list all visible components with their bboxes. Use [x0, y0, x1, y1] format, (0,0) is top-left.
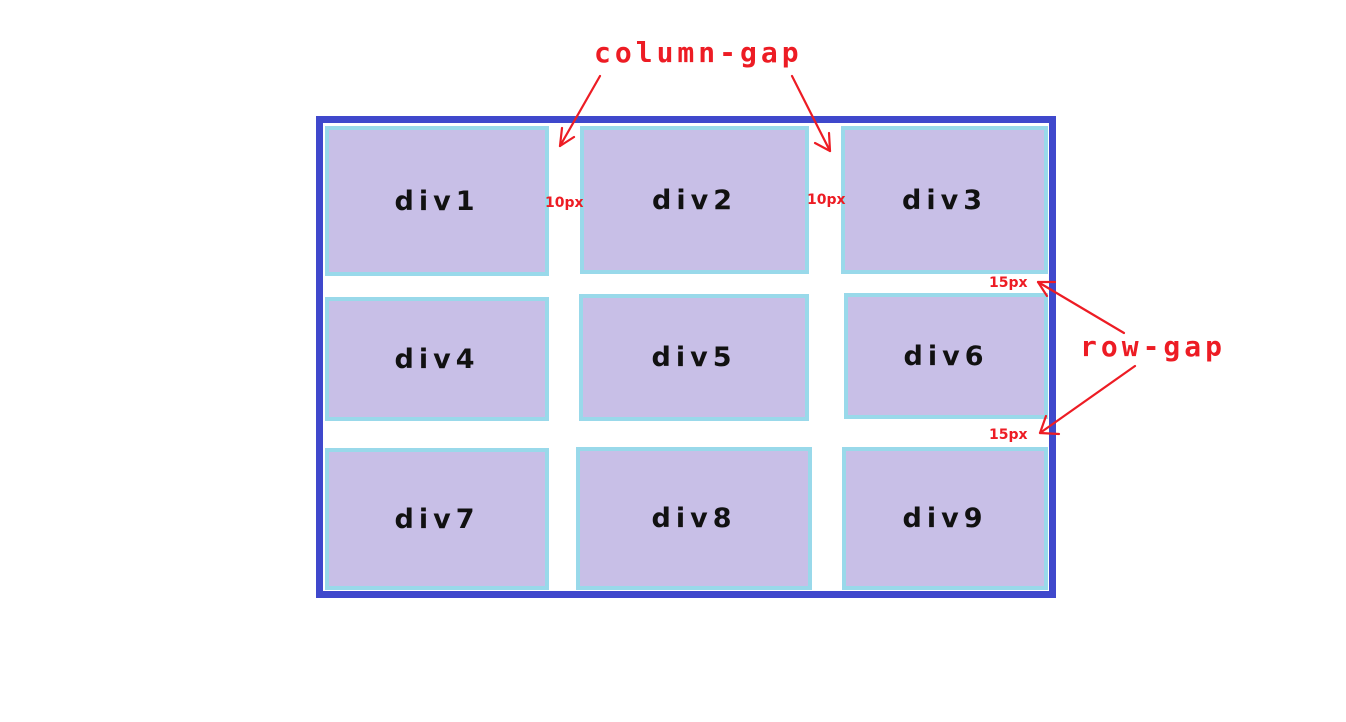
- grid-cell-div5: div5: [579, 294, 809, 421]
- cell-label-div2: div2: [652, 184, 737, 216]
- cell-label-div9: div9: [902, 503, 988, 534]
- grid-cell-div6: div6: [844, 293, 1048, 419]
- cell-label-div1: div1: [394, 185, 480, 217]
- column-gap-label-1: 10px: [545, 195, 584, 211]
- grid-cell-div9: div9: [842, 447, 1048, 590]
- row-gap-title: row-gap: [1080, 330, 1227, 363]
- cell-label-div6: div6: [903, 340, 989, 372]
- grid-cell-div2: div2: [580, 126, 809, 274]
- grid-cell-div1: div1: [325, 126, 549, 276]
- cell-label-div3: div3: [902, 184, 987, 216]
- cell-label-div5: div5: [651, 342, 737, 373]
- cell-label-div8: div8: [651, 503, 737, 534]
- column-gap-label-2: 10px: [807, 192, 846, 208]
- row-gap-label-1: 15px: [989, 275, 1028, 291]
- cell-label-div4: div4: [394, 343, 480, 375]
- grid-cell-div7: div7: [325, 448, 549, 590]
- column-gap-title: column-gap: [594, 36, 803, 69]
- grid-cell-div8: div8: [576, 447, 812, 590]
- grid-container: div1 div2 div3 div4 div5 div6 div7 div8 …: [316, 116, 1056, 598]
- grid-cell-div4: div4: [325, 297, 549, 421]
- grid-cell-div3: div3: [841, 126, 1048, 274]
- row-gap-label-2: 15px: [989, 427, 1028, 443]
- cell-label-div7: div7: [394, 503, 480, 535]
